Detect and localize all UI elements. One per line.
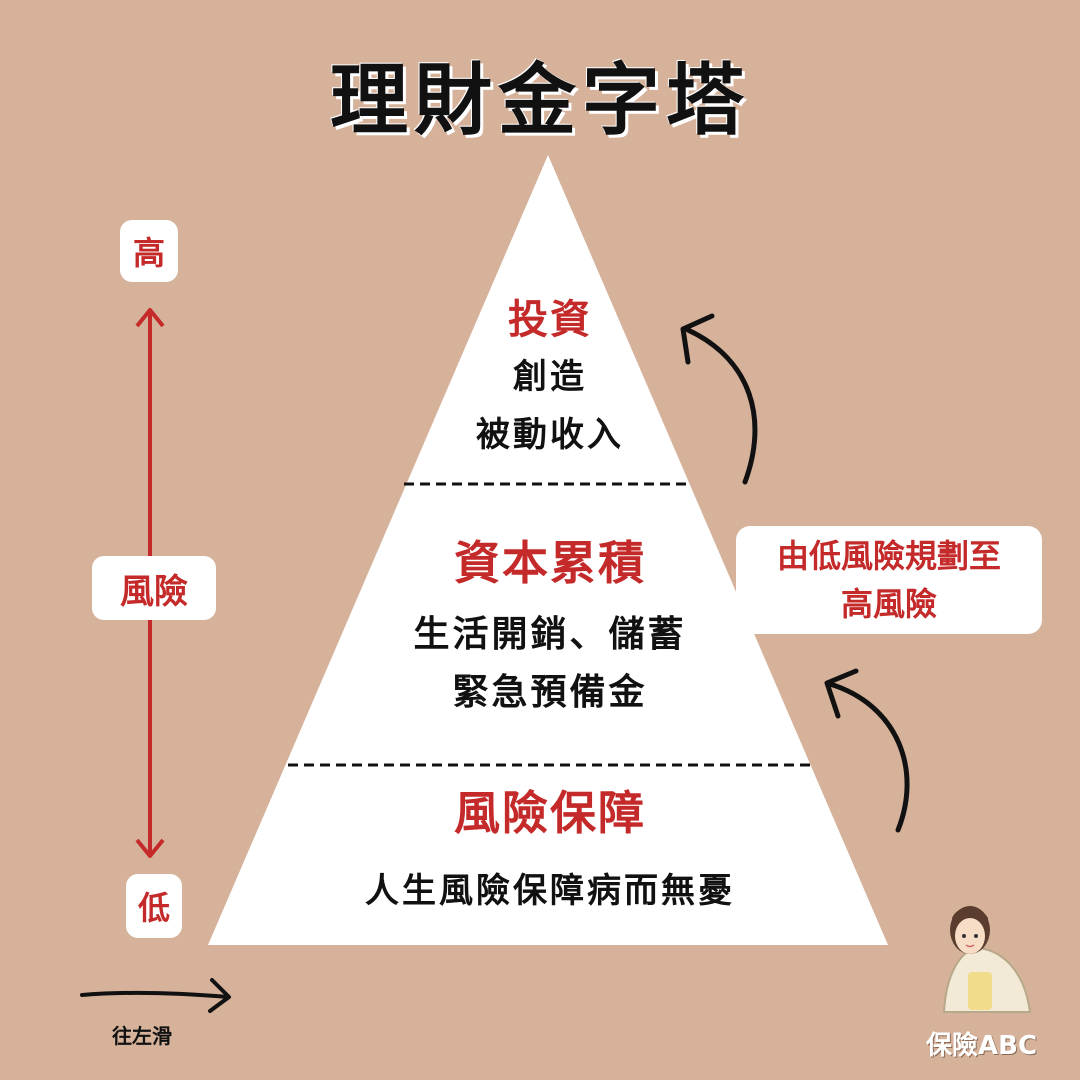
pyramid-shape (208, 155, 888, 945)
tier-heading: 投資 (508, 297, 592, 343)
risk-label-badge: 風險 (92, 556, 216, 620)
tier-heading: 資本累積 (454, 536, 646, 590)
risk-high-badge: 高 (120, 220, 178, 282)
risk-low-badge: 低 (126, 874, 182, 938)
tier-line: 創造 (513, 357, 587, 397)
swipe-hint: 往左滑 (112, 1024, 172, 1048)
tier-line: 生活開銷、儲蓄 (413, 614, 687, 655)
tier-line: 緊急預備金 (452, 672, 648, 713)
note-line: 由低風險規劃至 (776, 537, 1001, 575)
page-title: 理財金字塔 (329, 56, 750, 146)
tier-protection: 風險保障 人生風險保障病而無憂 (260, 782, 840, 920)
arrow-right-icon (80, 978, 231, 1013)
tier-line: 被動收入 (476, 415, 624, 455)
tier-line: 人生風險保障病而無憂 (365, 871, 735, 911)
tier-heading: 風險保障 (454, 786, 646, 840)
progression-note: 由低風險規劃至 高風險 (736, 526, 1042, 634)
tier-capital: 資本累積 生活開銷、儲蓄 緊急預備金 (340, 532, 760, 722)
tier-investment: 投資 創造 被動收入 (400, 292, 700, 464)
note-line: 高風險 (840, 585, 937, 623)
brand-logo: 保險ABC (926, 1031, 1038, 1061)
curved-arrow-icon (680, 313, 910, 833)
person-illustration-icon (942, 906, 1032, 1013)
